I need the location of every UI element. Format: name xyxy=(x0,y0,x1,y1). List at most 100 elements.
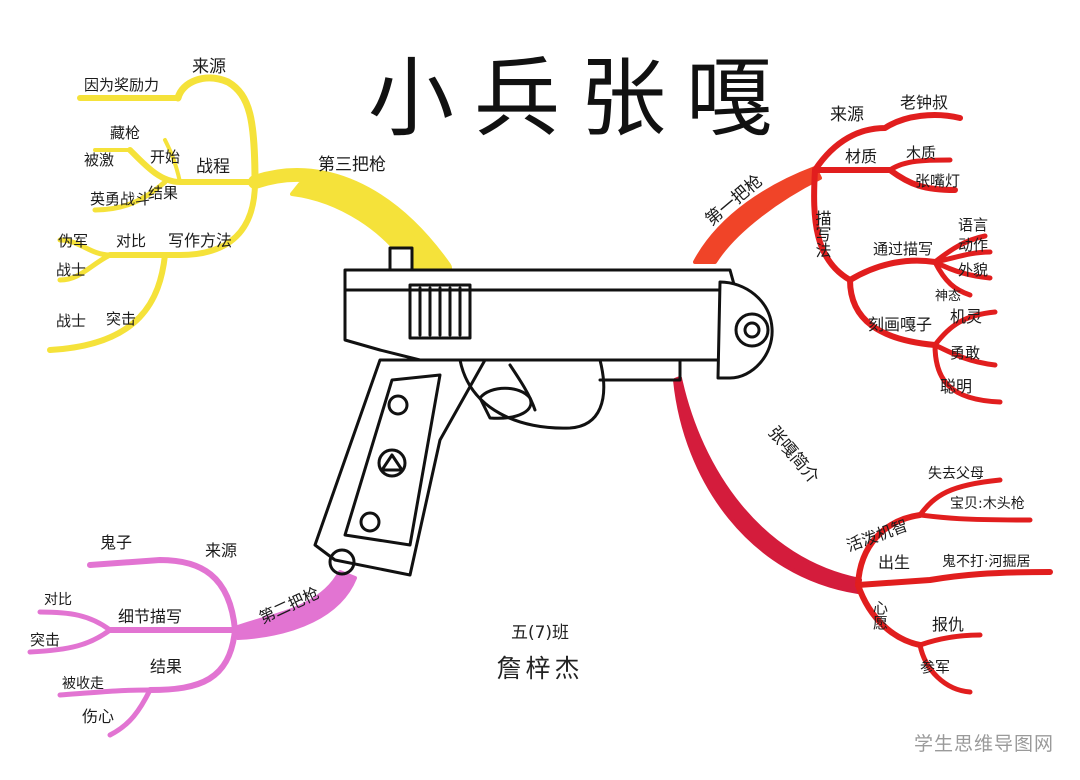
red-describe-a xyxy=(847,257,938,283)
label-crimson-item2: 出生 xyxy=(878,553,910,572)
pistol-front-sight xyxy=(388,246,414,272)
label-red-describe-b: 刻画嘎子 xyxy=(868,315,932,334)
label-yellow-battle: 战程 xyxy=(196,157,230,177)
branch-red xyxy=(811,112,1003,405)
pink-trunk xyxy=(233,570,357,640)
crimson-item1 xyxy=(855,512,923,588)
label-pink-detail: 细节描写 xyxy=(118,607,182,626)
label-pink-result-1: 被收走 xyxy=(62,676,104,692)
pistol-grip-panel xyxy=(343,373,442,547)
pistol-frame xyxy=(483,358,682,382)
pink-result-b xyxy=(107,687,153,738)
red-describe-b-1 xyxy=(932,309,998,348)
pistol-hammer-center xyxy=(743,321,761,339)
label-yellow-writing-2: 对比 xyxy=(116,232,146,250)
label-crimson-item2-detail: 鬼不打·河掘居 xyxy=(942,553,1030,570)
label-crimson-item3-a: 报仇 xyxy=(932,615,964,634)
label-red-describe-a-1: 语言 xyxy=(958,216,988,234)
label-pink-result-2: 伤心 xyxy=(82,707,114,726)
red-describe-a-3 xyxy=(932,259,993,281)
label-pink-detail-2: 突击 xyxy=(30,631,60,649)
pistol-grip-triangle-ring xyxy=(377,448,407,478)
label-yellow-trunk: 第三把枪 xyxy=(318,155,386,175)
red-describe-a-4 xyxy=(932,259,973,298)
pistol-drawing xyxy=(313,246,774,577)
label-red-describe-a-2: 动作 xyxy=(958,236,988,254)
pistol-trigger-guard xyxy=(458,358,606,430)
label-crimson-item3-b: 参军 xyxy=(920,658,950,676)
crimson-item1-b xyxy=(917,512,1033,523)
label-red-describe-a-3: 外貌 xyxy=(958,261,988,279)
label-red-describe-b-2: 勇敢 xyxy=(950,344,980,362)
yellow-writing-sub3 xyxy=(47,252,168,353)
red-source-branch xyxy=(812,112,963,173)
crimson-item2 xyxy=(855,569,1053,588)
label-yellow-battle-4: 英勇战斗 xyxy=(90,190,150,208)
label-yellow-writing-1: 伪军 xyxy=(58,232,88,250)
label-yellow-writing-3: 战士 xyxy=(56,261,86,279)
red-describe-b xyxy=(847,277,938,348)
watermark: 学生思维导图网 xyxy=(913,733,1054,755)
crimson-item3-b xyxy=(917,642,973,695)
red-describe-b-2 xyxy=(932,342,998,368)
author-block: 五(7)班 詹梓杰 xyxy=(470,618,610,685)
label-red-describe-b-3: 聪明 xyxy=(940,377,972,396)
label-crimson-item1: 活泼机智 xyxy=(844,516,911,556)
label-red-describe-b-1: 机灵 xyxy=(950,307,982,326)
yellow-battle-sub3 xyxy=(163,138,182,184)
label-yellow-battle-3: 开始 xyxy=(150,148,180,166)
branch-pink xyxy=(233,570,357,640)
red-describe-b-3 xyxy=(932,342,1003,405)
pistol-slide xyxy=(343,268,737,362)
map-title: 小兵张嘎 xyxy=(368,49,792,149)
label-pink-source: 来源 xyxy=(205,541,237,560)
author-name: 詹梓杰 xyxy=(496,654,584,683)
label-crimson-item1-a: 失去父母 xyxy=(928,466,984,482)
author-class: 五(7)班 xyxy=(510,623,570,643)
pink-detail-b xyxy=(27,627,113,655)
label-crimson-item1-b: 宝贝:木头枪 xyxy=(950,495,1025,512)
label-pink-result: 结果 xyxy=(150,657,182,676)
pistol-trigger xyxy=(508,363,537,412)
pistol-grip-screw-top xyxy=(387,394,409,416)
pistol-grip-screw-bottom xyxy=(359,511,381,533)
red-material-sub xyxy=(887,157,953,173)
yellow-spine xyxy=(174,74,259,186)
red-describe-spine xyxy=(811,167,853,283)
pink-detail-a xyxy=(37,609,113,633)
labels-pink: 第二把枪 来源 鬼子 细节描写 对比 突击 结果 被收走 伤心 xyxy=(30,533,322,726)
label-red-material-detail2: 张嘴灯 xyxy=(915,172,960,190)
label-yellow-writing-5: 突击 xyxy=(106,310,136,328)
label-red-describe-a: 通过描写 xyxy=(873,240,933,258)
labels-yellow: 第三把枪 来源 因为奖励力 战程 藏枪 被激 开始 英勇战斗 结果 写作方法 伪… xyxy=(56,57,386,330)
crimson-trunk xyxy=(673,376,862,594)
pistol-grip-bottom-ring xyxy=(328,548,356,576)
label-red-describe-a-4: 神态 xyxy=(935,289,961,304)
yellow-battle-branch xyxy=(127,147,258,185)
yellow-battle-sub1 xyxy=(92,179,168,213)
label-pink-source-detail: 鬼子 xyxy=(100,533,132,552)
pistol-hammer-ring xyxy=(734,312,770,348)
red-describe-a-2 xyxy=(932,249,993,265)
label-red-source-detail: 老钟叔 xyxy=(900,93,948,112)
label-pink-detail-1: 对比 xyxy=(44,592,72,608)
pink-result-a xyxy=(57,687,153,698)
label-yellow-battle-5: 结果 xyxy=(148,184,178,202)
yellow-trunk-wide xyxy=(290,181,444,270)
label-red-material: 材质 xyxy=(845,147,877,166)
pistol-grip-triangle xyxy=(380,453,404,472)
branch-crimson xyxy=(673,376,862,594)
label-crimson-trunk: 张嘎简介 xyxy=(764,423,823,488)
label-yellow-writing-4: 战士 xyxy=(56,312,86,330)
label-red-source: 来源 xyxy=(830,105,864,125)
label-red-describe: 描写法 xyxy=(813,210,832,258)
label-yellow-source-detail: 因为奖励力 xyxy=(84,76,159,94)
label-yellow-source: 来源 xyxy=(192,57,226,77)
label-yellow-writing: 写作方法 xyxy=(168,231,232,250)
crimson-item3 xyxy=(855,582,923,648)
branch-pink-lines xyxy=(27,557,238,738)
yellow-writing-sub1 xyxy=(57,237,113,258)
yellow-writing-sub2 xyxy=(57,252,113,283)
